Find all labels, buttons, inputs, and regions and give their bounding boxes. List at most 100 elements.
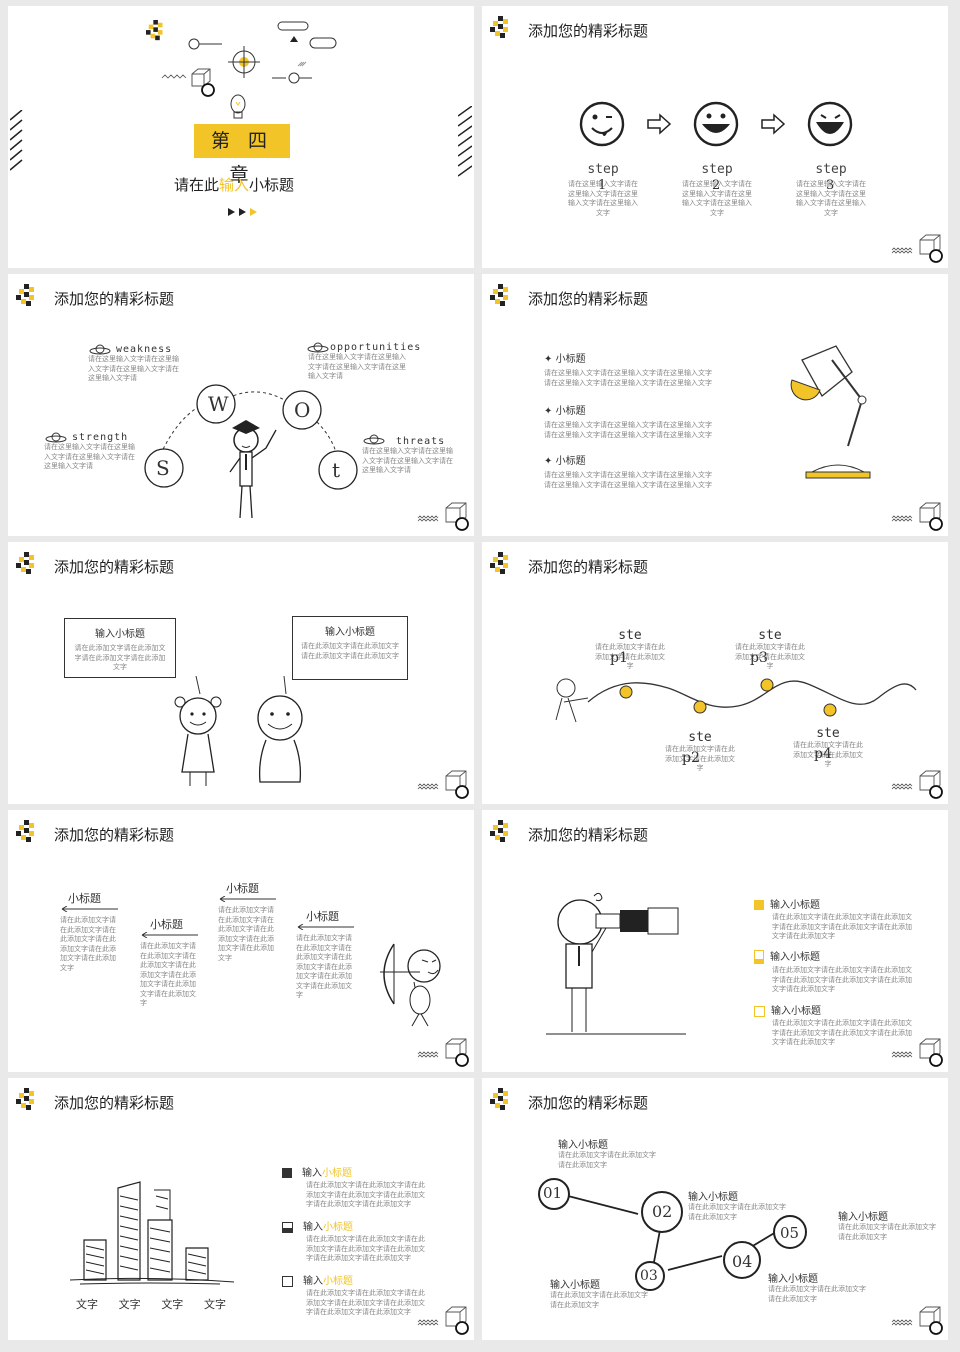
chapter-label: 第 四 章 — [194, 124, 290, 186]
box-label: 输入小标题 — [325, 627, 375, 638]
checker-logo-icon — [16, 284, 40, 308]
box-text: 请在此添加文字请在此添加文字请在此添加文字请在此添加文字 — [301, 642, 399, 660]
checker-logo-icon — [16, 820, 40, 844]
weakness-label: weakness — [116, 344, 173, 355]
swot-diagram-icon — [144, 384, 358, 519]
arrow-left-icon — [141, 932, 198, 938]
threats-text: 请在这里输入文字请在这里输入文字请在这里输入文字请在这里输入文字请 — [362, 447, 453, 474]
network-item-1: 输入小标题 请在此添加文字请在此添加文字请在此添加文字 — [558, 1136, 658, 1170]
slide-title: 添加您的精彩标题 — [54, 290, 175, 308]
opportunities-label: opportunities — [330, 342, 422, 353]
step3-num: 3 — [826, 178, 835, 193]
square-filled-icon — [754, 900, 764, 910]
slide-swot[interactable]: 添加您的精彩标题 W O S t weakness 请在这里输入文字请在这里输入… — [8, 274, 474, 536]
arrow-left-icon — [219, 896, 276, 902]
step-word: step — [815, 162, 847, 177]
building-labels: 文字 文字 文字 文字 — [76, 1296, 226, 1312]
item-label: 输入小标题 — [771, 1006, 821, 1017]
item-label: 输入小标题 — [770, 952, 820, 963]
point-text: 请在此添加文字请在此添加文字请在此添加文字 — [735, 643, 805, 670]
step1-num: 1 — [598, 178, 607, 193]
point-label: ste — [688, 730, 712, 745]
speech-box-right: 输入小标题 请在此添加文字请在此添加文字请在此添加文字请在此添加文字 — [292, 616, 408, 680]
swot-threats: threats 请在这里输入文字请在这里输入文字请在这里输入文字请在这里输入文字… — [362, 436, 454, 476]
step1-text: 请在这里输入文字请在这里输入文字请在这里输入文字请在这里输入文字 — [568, 180, 638, 217]
letter-s: S — [156, 456, 170, 480]
slide-wave-steps[interactable]: 添加您的精彩标题 ste 请在此添加文字请在此添加文字请在此添加文字 p1 st… — [482, 542, 948, 804]
ufo-icon — [307, 342, 329, 353]
item-label: 输入小标题 — [838, 1212, 888, 1223]
building-label: 文字 — [203, 1298, 226, 1311]
item-label-a: 输入 — [302, 1168, 322, 1179]
item-text: 请在此添加文字请在此添加文字请在此添加文字请在此添加文字请在此添加文字请在此添加… — [60, 916, 116, 972]
wave-point-3: ste 请在此添加文字请在此添加文字请在此添加文字 — [732, 628, 808, 672]
checker-logo-icon — [490, 284, 514, 308]
item-label: 小标题 — [306, 910, 339, 923]
item-text: 请在此添加文字请在此添加文字请在此添加文字请在此添加文字请在此添加文字请在此添加… — [218, 906, 274, 962]
node-04: 04 — [732, 1252, 753, 1271]
slide-title: 添加您的精彩标题 — [54, 558, 175, 576]
slide-steps[interactable]: 添加您的精彩标题 step 请在这里输入文字请在这里输入文字请在这里输入文字请在… — [482, 6, 948, 268]
slide-title: 添加您的精彩标题 — [528, 22, 649, 40]
lamp-item-3: ✦ 小标题 请在这里输入文字请在这里输入文字请在这里输入文字请在这里输入文字请在… — [544, 452, 714, 490]
star-icon: ✦ — [544, 456, 553, 467]
item-label: 输入小标题 — [688, 1192, 738, 1203]
point-label: ste — [758, 628, 782, 643]
item-text: 请在此添加文字请在此添加文字请在此添加文字请在此添加文字请在此添加文字请在此添加… — [296, 934, 352, 999]
arrow-left-icon — [61, 906, 118, 912]
arrow-left-icon — [297, 924, 354, 930]
box-label: 输入小标题 — [95, 629, 145, 640]
box-text: 请在此添加文字请在此添加文字请在此添加文字请在此添加文字 — [74, 644, 166, 671]
letter-w: W — [208, 392, 229, 416]
cube-circle-icon — [890, 232, 944, 264]
point-num-3: p3 — [750, 650, 768, 666]
slide-kids[interactable]: 添加您的精彩标题 输入小标题 请在此添加文字请在此添加文字请在此添加文字请在此添… — [8, 542, 474, 804]
slide-title: 添加您的精彩标题 — [528, 1094, 649, 1112]
item-text: 请在这里输入文字请在这里输入文字请在这里输入文字请在这里输入文字请在这里输入文字… — [544, 471, 712, 489]
checker-logo-icon — [16, 1088, 40, 1112]
item-label: 输入小标题 — [558, 1140, 608, 1151]
item-text: 请在此添加文字请在此添加文字请在此添加文字请在此添加文字请在此添加文字请在此添加… — [772, 966, 912, 993]
point-label: ste — [618, 628, 642, 643]
item-text: 请在此添加文字请在此添加文字请在此添加文字请在此添加文字请在此添加文字请在此添加… — [772, 1019, 912, 1046]
buildings-item-2: 输入小标题 请在此添加文字请在此添加文字请在此添加文字请在此添加文字请在此添加文… — [282, 1218, 432, 1264]
square-empty-icon — [282, 1275, 293, 1287]
slide-network[interactable]: 添加您的精彩标题 01 02 03 04 05 输入小标题 请在此添加文字请在此… — [482, 1078, 948, 1340]
cube-circle-icon — [890, 768, 944, 800]
cover-subtitle: 请在此输入小标题 — [174, 174, 294, 195]
slide-buildings[interactable]: 添加您的精彩标题 文字 文字 文字 文字 输入小标题 请在此添加文字请在此添加文… — [8, 1078, 474, 1340]
wave-point-4: ste 请在此添加文字请在此添加文字请在此添加文字 — [790, 726, 866, 770]
item-label: 小标题 — [555, 406, 586, 417]
slide-title: 添加您的精彩标题 — [528, 558, 649, 576]
square-filled-icon — [282, 1168, 292, 1178]
slide-cover[interactable]: 第 四 章 请在此输入小标题 — [8, 6, 474, 268]
item-text: 请在此添加文字请在此添加文字请在此添加文字 — [688, 1203, 786, 1221]
triangle-arrows-icon — [228, 208, 257, 216]
cube-circle-icon — [890, 1304, 944, 1336]
archer-icon — [380, 943, 441, 1027]
ufo-icon — [363, 434, 385, 445]
strength-label: strength — [72, 432, 129, 443]
node-05: 05 — [780, 1224, 800, 1242]
point-num-2: p2 — [682, 750, 700, 766]
archer-item-1: 小标题 请在此添加文字请在此添加文字请在此添加文字请在此添加文字请在此添加文字请… — [60, 890, 120, 973]
item-label-b: 小标题 — [322, 1168, 352, 1179]
item-label: 小标题 — [555, 456, 586, 467]
wave-point-2: ste 请在此添加文字请在此添加文字请在此添加文字 — [662, 730, 738, 774]
star-icon: ✦ — [544, 354, 553, 365]
slide-archer[interactable]: 添加您的精彩标题 小标题 请在此添加文字请在此添加文字请在此添加文字请在此添加文… — [8, 810, 474, 1072]
slide-telescope[interactable]: 添加您的精彩标题 输入小标题 请在此添加文字请在此添加文字请在此添加文字请在此添… — [482, 810, 948, 1072]
item-label: 小标题 — [150, 918, 183, 931]
slide-lamp[interactable]: 添加您的精彩标题 ✦ 小标题 请在这里输入文字请在这里输入文字请在这里输入文字请… — [482, 274, 948, 536]
step3-text: 请在这里输入文字请在这里输入文字请在这里输入文字请在这里输入文字 — [796, 180, 866, 217]
telescope-item-1: 输入小标题 请在此添加文字请在此添加文字请在此添加文字请在此添加文字请在此添加文… — [754, 896, 912, 942]
node-01: 01 — [543, 1184, 563, 1202]
kids-icon — [174, 676, 303, 786]
archer-item-2: 小标题 请在此添加文字请在此添加文字请在此添加文字请在此添加文字请在此添加文字请… — [140, 916, 200, 1009]
letter-t: t — [332, 458, 341, 482]
item-text: 请在此添加文字请在此添加文字请在此添加文字 — [838, 1223, 936, 1241]
building-label: 文字 — [161, 1298, 184, 1311]
checker-logo-icon — [16, 552, 40, 576]
point-label: ste — [816, 726, 840, 741]
archer-item-3: 小标题 请在此添加文字请在此添加文字请在此添加文字请在此添加文字请在此添加文字请… — [218, 880, 278, 963]
